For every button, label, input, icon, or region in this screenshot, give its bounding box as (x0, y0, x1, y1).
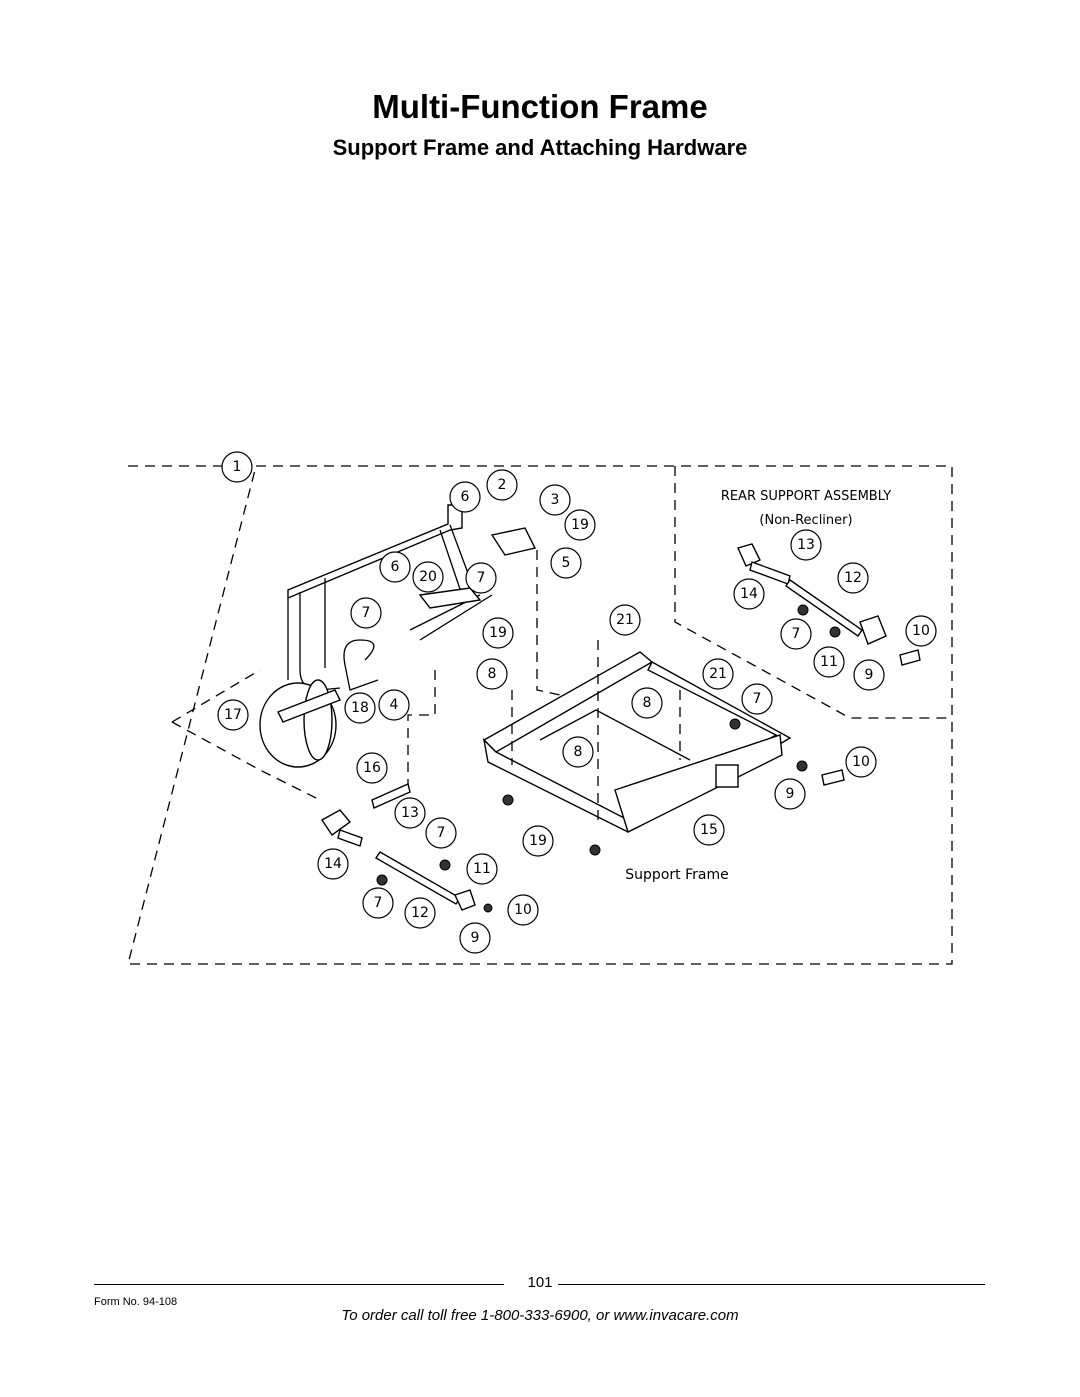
callout-19a: 19 (564, 509, 596, 541)
svg-text:7: 7 (753, 691, 762, 707)
page-subtitle: Support Frame and Attaching Hardware (332, 135, 748, 160)
part-callouts: 1 6 2 3 19 5 6 20 7 7 19 21 8 21 8 7 17 … (217, 451, 937, 954)
svg-text:15: 15 (700, 822, 718, 838)
multi-function-frame (259, 504, 537, 768)
lower-rear-support (171, 669, 493, 913)
support-frame (482, 550, 845, 856)
footer-rule-left (94, 1284, 504, 1285)
callout-7f: 7 (780, 618, 812, 650)
svg-text:12: 12 (411, 905, 429, 921)
callout-9b: 9 (853, 659, 885, 691)
callout-7d: 7 (425, 817, 457, 849)
svg-text:20: 20 (419, 569, 437, 585)
callout-16: 16 (356, 752, 388, 784)
svg-text:7: 7 (437, 825, 446, 841)
callout-7b: 7 (350, 597, 382, 629)
svg-text:7: 7 (362, 605, 371, 621)
svg-text:14: 14 (324, 856, 342, 872)
callout-6b: 6 (379, 551, 411, 583)
callout-19b: 19 (482, 617, 514, 649)
svg-text:1: 1 (233, 459, 242, 475)
callout-9c: 9 (774, 778, 806, 810)
callout-3: 3 (539, 484, 571, 516)
svg-text:6: 6 (461, 489, 470, 505)
page-title: Multi-Function Frame (372, 88, 708, 125)
callout-12b: 12 (837, 562, 869, 594)
svg-text:13: 13 (797, 537, 815, 553)
svg-text:3: 3 (551, 492, 560, 508)
svg-text:16: 16 (363, 760, 381, 776)
svg-text:5: 5 (562, 555, 571, 571)
svg-text:7: 7 (374, 895, 383, 911)
callout-4: 4 (378, 689, 410, 721)
callout-17: 17 (217, 699, 249, 731)
svg-text:19: 19 (489, 625, 507, 641)
svg-text:19: 19 (571, 517, 589, 533)
callout-9a: 9 (459, 922, 491, 954)
callout-13b: 13 (790, 529, 822, 561)
callout-19c: 19 (522, 825, 554, 857)
order-info: To order call toll free 1-800-333-6900, … (341, 1307, 739, 1324)
svg-text:7: 7 (477, 570, 486, 586)
callout-1: 1 (221, 451, 253, 483)
svg-text:12: 12 (844, 570, 862, 586)
callout-11a: 11 (466, 853, 498, 885)
svg-text:10: 10 (852, 754, 870, 770)
callout-13a: 13 (394, 797, 426, 829)
callout-7a: 7 (465, 562, 497, 594)
svg-text:9: 9 (786, 786, 795, 802)
callout-7e: 7 (362, 887, 394, 919)
callout-15: 15 (693, 814, 725, 846)
svg-text:17: 17 (224, 707, 242, 723)
callout-10a: 10 (507, 894, 539, 926)
svg-text:18: 18 (351, 700, 369, 716)
svg-text:9: 9 (865, 667, 874, 683)
callout-8a: 8 (476, 658, 508, 690)
callout-10c: 10 (845, 746, 877, 778)
callout-8b: 8 (631, 687, 663, 719)
form-number: Form No. 94-108 (94, 1296, 178, 1308)
svg-text:8: 8 (643, 695, 652, 711)
svg-text:2: 2 (498, 477, 507, 493)
page-number: 101 (527, 1274, 553, 1291)
svg-text:9: 9 (471, 930, 480, 946)
svg-text:8: 8 (488, 666, 497, 682)
callout-21a: 21 (609, 604, 641, 636)
callout-14b: 14 (733, 578, 765, 610)
svg-text:19: 19 (529, 833, 547, 849)
callout-6a: 6 (449, 481, 481, 513)
rear-support-title: REAR SUPPORT ASSEMBLY (721, 489, 891, 504)
rear-support-assembly (737, 543, 921, 666)
callout-5: 5 (550, 547, 582, 579)
svg-text:13: 13 (401, 805, 419, 821)
footer-rule-right (558, 1284, 985, 1285)
callout-10b: 10 (905, 615, 937, 647)
svg-text:11: 11 (473, 861, 491, 877)
callout-8c: 8 (562, 736, 594, 768)
callout-18: 18 (344, 692, 376, 724)
diagram-border (127, 465, 953, 965)
svg-text:7: 7 (792, 626, 801, 642)
callout-14a: 14 (317, 848, 349, 880)
svg-text:11: 11 (820, 654, 838, 670)
callout-11b: 11 (813, 646, 845, 678)
callout-2: 2 (486, 469, 518, 501)
svg-text:14: 14 (740, 586, 758, 602)
support-frame-label: Support Frame (625, 867, 728, 883)
callout-20: 20 (412, 561, 444, 593)
svg-text:8: 8 (574, 744, 583, 760)
callout-21b: 21 (702, 658, 734, 690)
rear-support-subtitle: (Non-Recliner) (759, 513, 852, 528)
callout-12a: 12 (404, 897, 436, 929)
svg-text:4: 4 (390, 697, 399, 713)
callout-7c: 7 (741, 683, 773, 715)
svg-text:10: 10 (514, 902, 532, 918)
svg-text:10: 10 (912, 623, 930, 639)
svg-text:21: 21 (709, 666, 727, 682)
svg-text:6: 6 (391, 559, 400, 575)
svg-text:21: 21 (616, 612, 634, 628)
